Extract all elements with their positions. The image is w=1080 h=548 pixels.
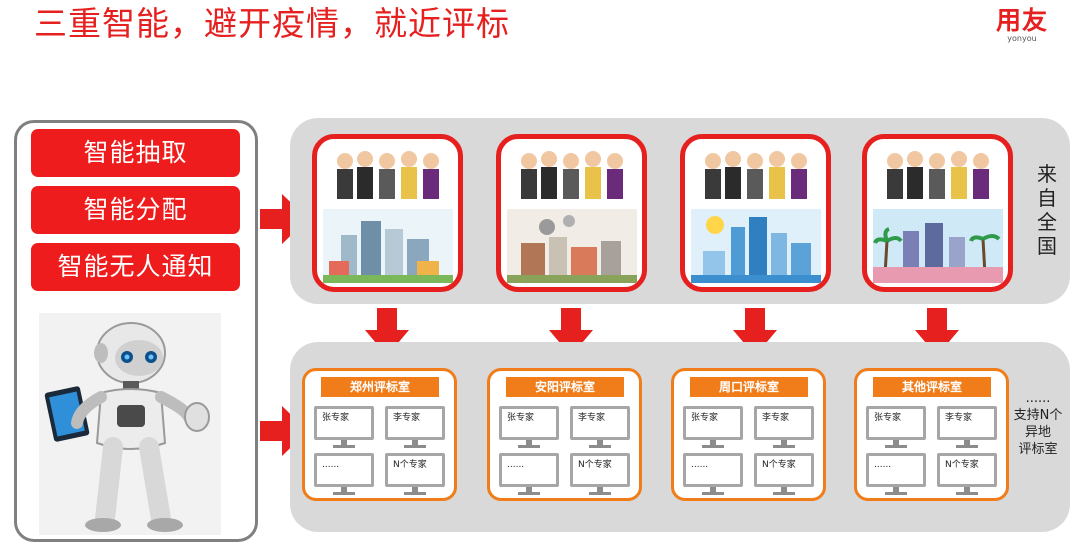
arrow-right-icon: [260, 194, 308, 244]
multi-site-note: ...... 支持N个 异地 评标室: [1008, 390, 1068, 458]
smart-functions-panel: 智能抽取 智能分配 智能无人通知: [14, 120, 258, 542]
expert-label: ......: [502, 456, 556, 484]
expert-group-card: [312, 134, 463, 292]
expert-label: 张专家: [869, 409, 923, 437]
evaluation-room: 安阳评标室 张专家 李专家 ...... N个专家: [487, 368, 642, 501]
expert-label: ......: [869, 456, 923, 484]
arrow-down-icon: [733, 308, 777, 356]
expert-label: ......: [317, 456, 371, 484]
expert-label: 张专家: [686, 409, 740, 437]
expert-label: 李专家: [573, 409, 627, 437]
arrow-down-icon: [365, 308, 409, 356]
monitor-icon: ......: [314, 453, 374, 495]
room-name: 郑州评标室: [321, 377, 439, 397]
expert-label: 张专家: [317, 409, 371, 437]
monitor-icon: 李专家: [754, 406, 814, 448]
expert-label: N个专家: [940, 456, 994, 484]
note-line: 评标室: [1018, 442, 1058, 457]
evaluation-rooms-panel: 郑州评标室 张专家 李专家 ...... N个专家 安阳评标室 张专家 李专家: [290, 342, 1070, 532]
expert-label: 李专家: [757, 409, 811, 437]
expert-label: ......: [686, 456, 740, 484]
expert-label: N个专家: [573, 456, 627, 484]
monitor-icon: 李专家: [570, 406, 630, 448]
expert-group-card: [680, 134, 831, 292]
monitor-icon: N个专家: [385, 453, 445, 495]
arrow-right-icon: [260, 406, 308, 456]
ellipsis-text: ......: [1025, 391, 1051, 406]
monitor-icon: 张专家: [866, 406, 926, 448]
brand-logo: 用友 yonyou: [990, 8, 1054, 44]
logo-text: 用友: [995, 6, 1048, 35]
robot-illustration: [39, 313, 221, 535]
expert-group-card: [496, 134, 647, 292]
arrow-down-icon: [549, 308, 593, 356]
smart-extract-label: 智能抽取: [31, 129, 240, 177]
monitor-icon: 张专家: [683, 406, 743, 448]
expert-label: 李专家: [388, 409, 442, 437]
expert-label: N个专家: [757, 456, 811, 484]
monitor-icon: N个专家: [937, 453, 997, 495]
note-line: 支持N个: [1013, 408, 1063, 423]
monitor-icon: ......: [866, 453, 926, 495]
logo-subtext: yonyou: [1007, 34, 1037, 43]
experts-nationwide-panel: 来自全国: [290, 118, 1070, 304]
evaluation-room: 周口评标室 张专家 李专家 ...... N个专家: [671, 368, 826, 501]
smart-notify-label: 智能无人通知: [31, 243, 240, 291]
monitor-icon: 李专家: [937, 406, 997, 448]
room-name: 周口评标室: [690, 377, 808, 397]
monitor-icon: N个专家: [754, 453, 814, 495]
room-name: 安阳评标室: [506, 377, 624, 397]
note-line: 异地: [1024, 425, 1051, 440]
room-name: 其他评标室: [873, 377, 991, 397]
monitor-icon: 张专家: [499, 406, 559, 448]
evaluation-room: 其他评标室 张专家 李专家 ...... N个专家: [854, 368, 1009, 501]
page-title: 三重智能，避开疫情，就近评标: [34, 4, 510, 43]
monitor-icon: ......: [683, 453, 743, 495]
evaluation-room: 郑州评标室 张专家 李专家 ...... N个专家: [302, 368, 457, 501]
arrow-down-icon: [915, 308, 959, 356]
smart-allocate-label: 智能分配: [31, 186, 240, 234]
expert-label: N个专家: [388, 456, 442, 484]
monitor-icon: ......: [499, 453, 559, 495]
monitor-icon: 张专家: [314, 406, 374, 448]
monitor-icon: N个专家: [570, 453, 630, 495]
expert-group-card: [862, 134, 1013, 292]
expert-label: 张专家: [502, 409, 556, 437]
expert-label: 李专家: [940, 409, 994, 437]
monitor-icon: 李专家: [385, 406, 445, 448]
nationwide-label: 来自全国: [1037, 162, 1057, 258]
